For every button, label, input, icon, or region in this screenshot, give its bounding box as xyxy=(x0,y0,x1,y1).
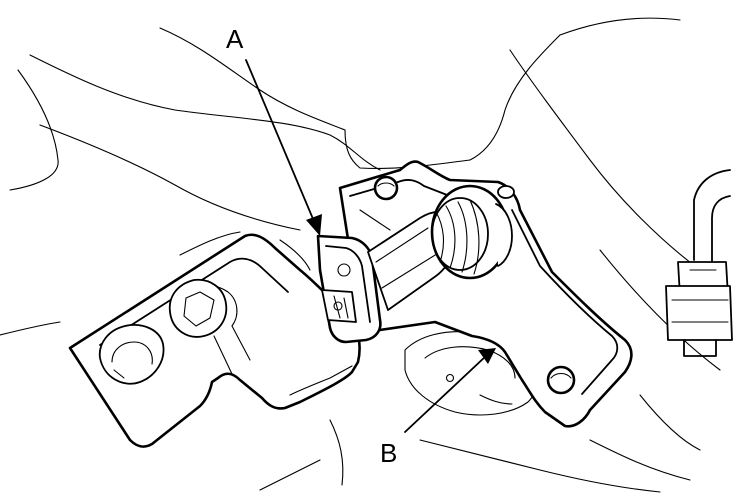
lower-bolt-icon xyxy=(546,365,576,395)
leader-b xyxy=(404,355,487,433)
mounting-bolts xyxy=(337,175,576,395)
hinge-arm-holes xyxy=(98,278,228,385)
fastener-tabs xyxy=(321,289,357,323)
leader-lines xyxy=(245,59,496,433)
callout-a: A xyxy=(226,24,244,54)
body-panel-contours xyxy=(0,17,721,493)
leader-a xyxy=(245,59,317,227)
upper-bolt-icon xyxy=(373,175,399,201)
hood-hinge-arm xyxy=(68,233,361,448)
arrowhead-a-icon xyxy=(306,214,322,236)
callout-b: B xyxy=(380,438,397,468)
hinge-body-bracket xyxy=(316,160,633,428)
hose-and-connector xyxy=(665,169,733,357)
bracket-hole-icon xyxy=(337,263,351,277)
arrowhead-b-icon xyxy=(478,348,496,364)
